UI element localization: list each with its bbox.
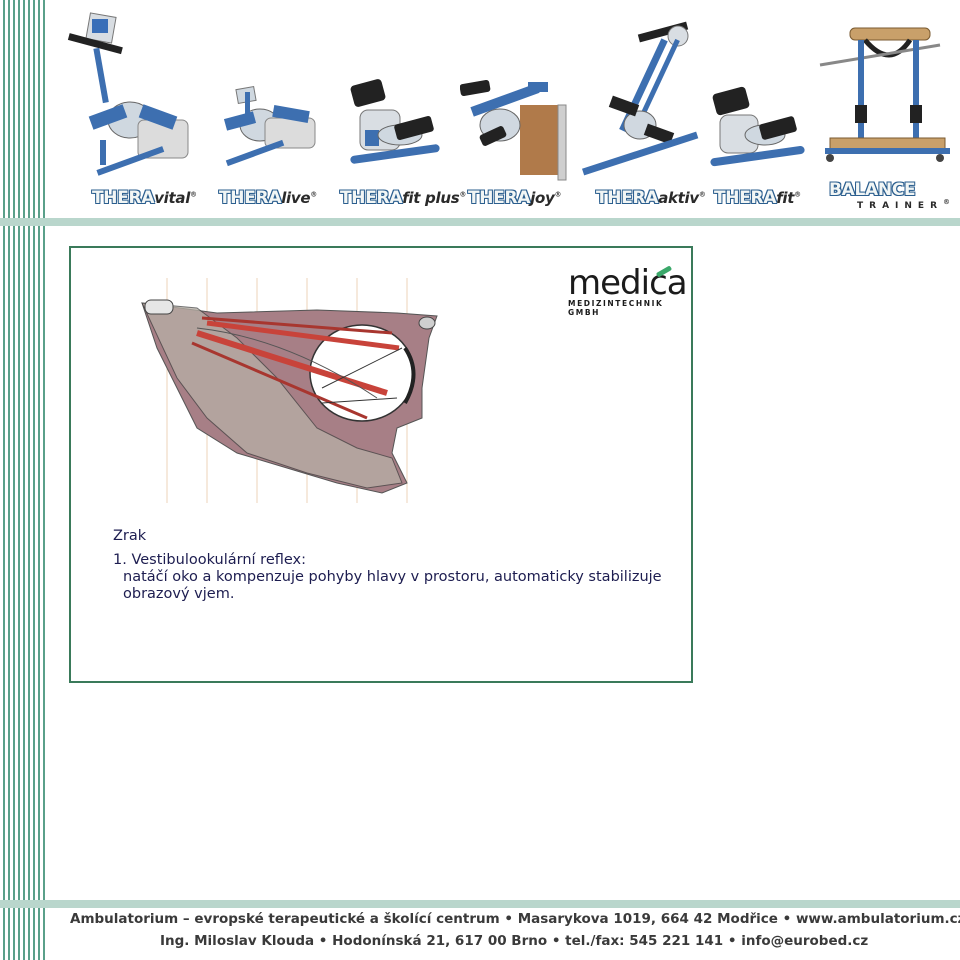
footer-line-1: Ambulatorium – evropské terapeutické a š… bbox=[70, 911, 960, 927]
logo-subtitle: MEDIZINTECHNIK GMBH bbox=[568, 299, 664, 317]
product-label: THERAaktiv® bbox=[596, 188, 706, 208]
product-brand: THERA bbox=[596, 188, 659, 208]
product-suffix: aktiv bbox=[658, 189, 699, 207]
product-label: BALANCE TRAINER® bbox=[829, 180, 950, 211]
product-suffix: live bbox=[281, 189, 311, 207]
product-suffix: fit plus bbox=[402, 189, 460, 207]
logo-wordmark: medica bbox=[568, 263, 688, 303]
footer-line-2: Ing. Miloslav Klouda • Hodonínská 21, 61… bbox=[160, 933, 869, 949]
eye-muscles-illustration bbox=[141, 278, 438, 503]
section-title: Zrak bbox=[113, 528, 147, 544]
content-panel: medica MEDIZINTECHNIK GMBH Zrak 1. Vesti… bbox=[69, 246, 693, 683]
product-balance-trainer: BALANCE TRAINER® bbox=[815, 10, 950, 211]
product-label: THERAfit® bbox=[714, 188, 801, 208]
product-brand: THERA bbox=[92, 188, 155, 208]
top-divider-band bbox=[0, 218, 960, 226]
product-thera-live: THERAlive® bbox=[215, 10, 325, 210]
product-suffix: joy bbox=[530, 189, 555, 207]
product-label: THERAvital® bbox=[92, 188, 197, 208]
registered-mark: ® bbox=[190, 190, 197, 199]
bottom-divider-band bbox=[0, 900, 960, 908]
registered-mark: ® bbox=[310, 190, 317, 199]
product-thera-aktiv: THERAaktiv® bbox=[580, 10, 706, 210]
product-label: THERAfit plus® bbox=[340, 188, 466, 208]
product-thera-fit-plus: THERAfit plus® bbox=[340, 10, 466, 210]
registered-mark: ® bbox=[554, 190, 562, 199]
registered-mark: ® bbox=[459, 190, 467, 199]
thera-aktiv-image bbox=[582, 21, 699, 176]
product-label: THERAlive® bbox=[219, 188, 317, 208]
thera-vital-image bbox=[67, 12, 189, 176]
product-thera-vital: THERAvital® bbox=[60, 10, 197, 210]
thera-fit-image bbox=[710, 86, 805, 167]
text-line: natáčí oko a kompenzuje pohyby hlavy v p… bbox=[123, 569, 662, 585]
product-thera-fit: THERAfit® bbox=[710, 10, 810, 210]
product-suffix: vital bbox=[154, 189, 191, 207]
registered-mark: ® bbox=[698, 190, 706, 199]
thera-fit-plus-image bbox=[350, 79, 440, 164]
thera-live-image bbox=[223, 85, 316, 167]
footer: Ambulatorium – evropské terapeutické a š… bbox=[70, 911, 960, 949]
product-brand: THERA bbox=[219, 188, 282, 208]
product-label: THERAjoy® bbox=[468, 188, 562, 208]
product-brand: THERA bbox=[468, 188, 531, 208]
product-suffix: fit bbox=[776, 189, 795, 207]
trainer-subtitle: TRAINER® bbox=[857, 198, 950, 211]
product-brand: THERA bbox=[714, 188, 777, 208]
decorative-vertical-stripes bbox=[0, 0, 48, 960]
product-suffix: TRAINER bbox=[857, 201, 943, 211]
text-line: 1. Vestibulookulární reflex: bbox=[113, 552, 307, 568]
text-line: obrazový vjem. bbox=[123, 586, 235, 602]
product-banner: THERAvital® THERAlive® THERAfit plus® bbox=[60, 10, 955, 211]
thera-joy-image bbox=[460, 79, 567, 181]
registered-mark: ® bbox=[943, 198, 950, 206]
product-thera-joy: THERAjoy® bbox=[460, 10, 575, 210]
product-brand: BALANCE bbox=[829, 180, 916, 200]
medica-logo: medica MEDIZINTECHNIK GMBH bbox=[568, 263, 691, 317]
registered-mark: ® bbox=[794, 190, 801, 199]
product-brand: THERA bbox=[340, 188, 403, 208]
content-text: Zrak 1. Vestibulookulární reflex: natáčí… bbox=[113, 528, 683, 603]
balance-trainer-image bbox=[819, 27, 950, 162]
